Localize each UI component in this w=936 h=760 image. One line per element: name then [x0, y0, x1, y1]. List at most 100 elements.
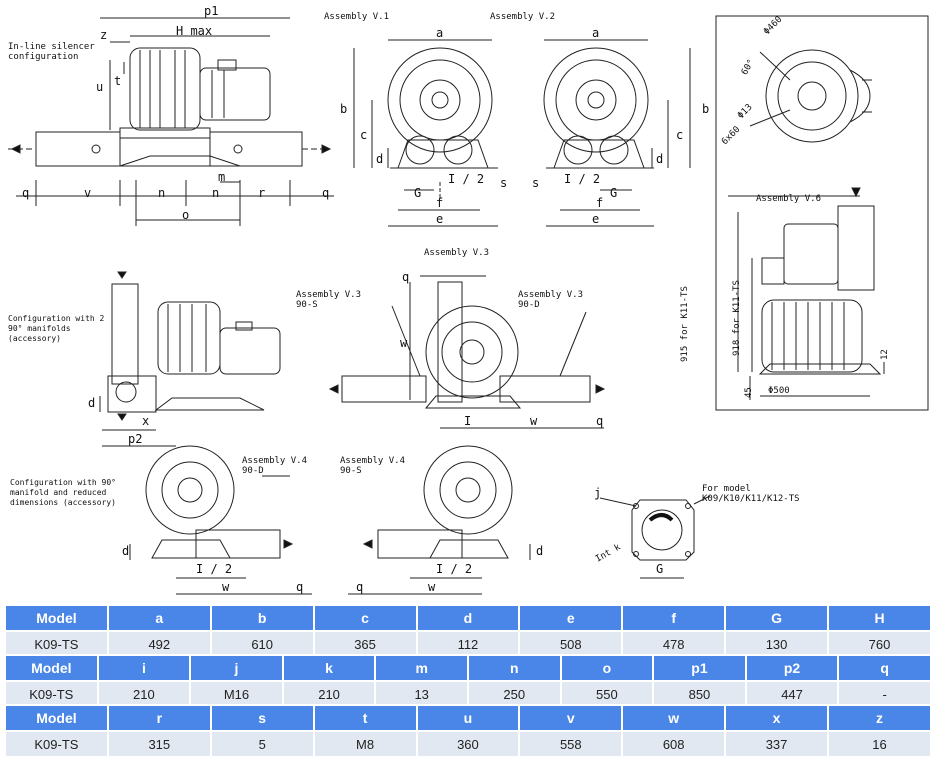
- table-header-cell: e: [518, 604, 624, 632]
- dim-z: z: [100, 28, 108, 42]
- assembly-v4-d-view: [129, 445, 312, 595]
- table-cell: 16: [827, 730, 932, 758]
- table-header-cell: t: [312, 704, 418, 732]
- dim-c-v1: c: [360, 128, 368, 142]
- table-header-cell: Model: [4, 654, 99, 682]
- table-header-cell: q: [837, 654, 932, 682]
- dim-i2-v4-s: I / 2: [436, 562, 473, 576]
- table-header-cell: p1: [652, 654, 747, 682]
- dim-a-v2: a: [592, 26, 600, 40]
- dim-d-v4: d: [122, 544, 130, 558]
- dim-d-v4-s: d: [536, 544, 544, 558]
- table-header-cell: a: [106, 604, 212, 632]
- dimension-table-2: Model i j k m n o p1 p2 q K09-TS 210 M16…: [4, 654, 932, 708]
- table-header-cell: f: [621, 604, 727, 632]
- table-header-cell: m: [374, 654, 469, 682]
- dim-915-label: 915 for K11-TS: [680, 286, 690, 362]
- dim-p2: p2: [128, 432, 143, 446]
- table-cell: 337: [724, 730, 829, 758]
- dim-918-label: 918 for K11-TS: [732, 280, 742, 356]
- table-cell: 360: [415, 730, 521, 758]
- dim-45-label: 45: [744, 387, 754, 398]
- table-header-cell: j: [189, 654, 284, 682]
- dim-d-v2: d: [656, 152, 664, 166]
- assembly-v3-s-label: Assembly V.3 90-S: [296, 290, 362, 310]
- dim-u: u: [96, 80, 104, 94]
- table-cell: 492: [106, 630, 212, 658]
- table-header-cell: p2: [744, 654, 840, 682]
- dim-a-v1: a: [436, 26, 444, 40]
- dim-t: t: [114, 74, 122, 88]
- dim-g-v2: G: [610, 186, 618, 200]
- dim-q-v4-d: q: [296, 580, 304, 594]
- dim-b-v1: b: [340, 102, 348, 116]
- table-header-cell: Model: [4, 604, 109, 632]
- assembly-v3-d-label: Assembly V.3 90-D: [518, 290, 584, 310]
- dim-w-v4-s: w: [428, 580, 436, 594]
- table-cell: 558: [518, 730, 624, 758]
- dim-12-label: 12: [880, 349, 890, 360]
- table-cell: 210: [281, 680, 377, 708]
- right-panel: [715, 15, 929, 411]
- table-cell: 760: [827, 630, 932, 658]
- config-two-manifolds-label: Configuration with 2 90° manifolds (acce…: [8, 314, 105, 343]
- table-header-cell: Model: [4, 704, 109, 732]
- table-cell: 315: [106, 730, 212, 758]
- dim-w-v4-d: w: [222, 580, 230, 594]
- dim-o: o: [182, 208, 190, 222]
- dim-w-v3-vertical: w: [400, 336, 408, 350]
- table-row: K09-TS 315 5 M8 360 558 608 337 16: [4, 730, 932, 758]
- table-header-cell: i: [96, 654, 192, 682]
- assembly-v4-s-view: [348, 445, 531, 595]
- dim-d-manifold: d: [88, 396, 96, 410]
- table-header-cell: v: [518, 704, 624, 732]
- dim-e-v2: e: [592, 212, 600, 226]
- assembly-v4-d-label: Assembly V.4 90-D: [242, 456, 308, 476]
- table-header-cell: n: [466, 654, 562, 682]
- assembly-v3-view: [328, 275, 606, 429]
- dim-q-v3: q: [402, 270, 410, 284]
- dim-q-left: q: [22, 186, 30, 200]
- table-header-cell: u: [415, 704, 521, 732]
- dim-q-right: q: [322, 186, 330, 200]
- two-manifolds-view: [99, 271, 281, 447]
- dim-s-v2: s: [532, 176, 540, 190]
- flange-detail-view: [599, 495, 711, 579]
- table-cell: 5: [209, 730, 315, 758]
- assembly-v2-view: [543, 39, 691, 227]
- dim-g-flange: G: [656, 562, 664, 576]
- dim-b-v2: b: [702, 102, 710, 116]
- table-header-cell: z: [827, 704, 932, 732]
- table-cell: 610: [209, 630, 315, 658]
- inline-silencer-view: [8, 17, 334, 226]
- table-cell: K09-TS: [4, 730, 109, 758]
- table-cell: 508: [518, 630, 624, 658]
- table-header-cell: s: [209, 704, 315, 732]
- table-header-row: Model i j k m n o p1 p2 q: [4, 654, 932, 682]
- table-row: K09-TS 210 M16 210 13 250 550 850 447 -: [4, 680, 932, 708]
- table-header-cell: o: [559, 654, 655, 682]
- dim-v: v: [84, 186, 92, 200]
- table-header-cell: x: [724, 704, 829, 732]
- table-cell: 365: [312, 630, 418, 658]
- dim-i2-v4-d: I / 2: [196, 562, 233, 576]
- table-cell: 13: [374, 680, 469, 708]
- dim-m: m: [218, 170, 226, 184]
- assembly-v4-s-label: Assembly V.4 90-S: [340, 456, 406, 476]
- dim-f-v2: f: [596, 196, 604, 210]
- dim-p1: p1: [204, 4, 219, 18]
- assembly-v1-label: Assembly V.1: [324, 12, 390, 22]
- table-cell: 447: [744, 680, 840, 708]
- assembly-v2-label: Assembly V.2: [490, 12, 556, 22]
- assembly-v1-view: [353, 39, 498, 227]
- table-cell: 210: [96, 680, 192, 708]
- dim-e-v1: e: [436, 212, 444, 226]
- table-cell: M8: [312, 730, 418, 758]
- drawing-lines: [8, 15, 929, 595]
- table-header-cell: b: [209, 604, 315, 632]
- for-model-label: For model K09/K10/K11/K12-TS: [702, 484, 800, 504]
- table-header-cell: r: [106, 704, 212, 732]
- dim-i2-v2: I / 2: [564, 172, 601, 186]
- assembly-v3-top-label: Assembly V.3: [424, 248, 490, 258]
- table-header-cell: k: [281, 654, 377, 682]
